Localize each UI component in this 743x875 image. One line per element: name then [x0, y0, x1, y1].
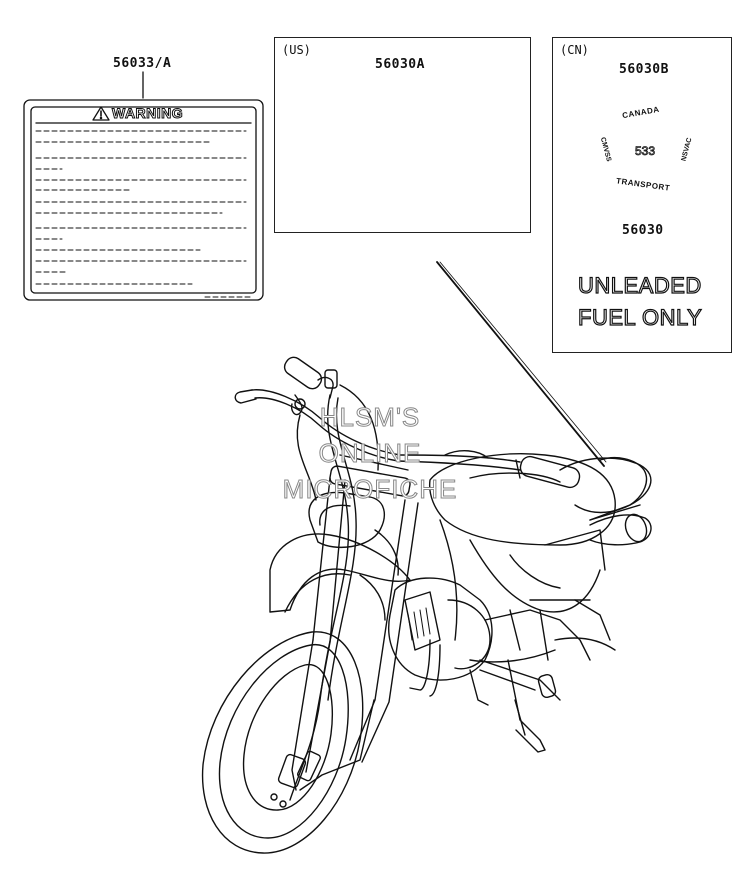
part-number-56033A: 56033/A [113, 56, 172, 71]
warning-label-outer [23, 99, 264, 301]
fuel-label-line1: UNLEADED [577, 272, 702, 298]
part-number-56030: 56030 [622, 223, 664, 238]
us-label-box [274, 37, 531, 233]
warning-text-lines [35, 130, 253, 298]
warning-label-inner [30, 106, 257, 294]
seal-number: 533 [635, 144, 656, 159]
region-tag-cn: (CN) [560, 43, 589, 57]
fuel-label-line2: FUEL ONLY [577, 304, 703, 330]
leader-line-to-tank [436, 261, 605, 467]
watermark-line3: MICROFICHE [282, 474, 458, 505]
motorcycle-drawing [201, 356, 652, 854]
region-tag-us: (US) [282, 43, 311, 57]
warning-triangle-icon [92, 106, 110, 121]
cn-label-box [552, 37, 732, 353]
warning-label-title: WARNING [111, 105, 184, 122]
part-number-56030B: 56030B [619, 62, 669, 77]
part-number-56030A: 56030A [375, 57, 425, 72]
watermark-line1: HLSM'S [319, 402, 421, 433]
watermark-line2: ONLINE [318, 438, 422, 469]
